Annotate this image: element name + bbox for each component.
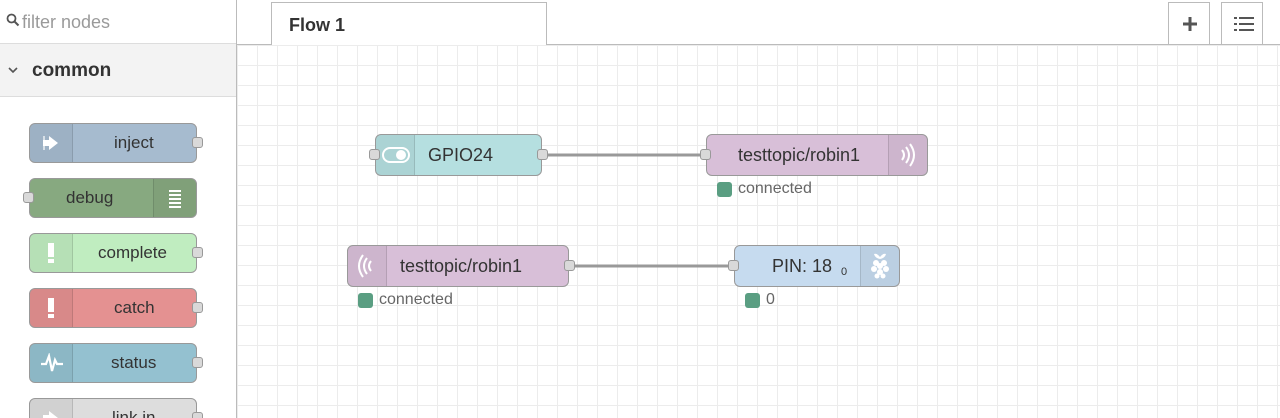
output-port[interactable] [192,302,203,313]
output-port[interactable] [192,137,203,148]
output-port[interactable] [192,247,203,258]
filter-nodes-input[interactable] [22,8,222,36]
node-label-text: PIN: 18 [772,256,833,276]
palette-node-status[interactable]: status [29,343,203,383]
palette-node-debug[interactable]: debug [23,178,197,218]
toggle-icon [382,147,410,163]
output-port[interactable] [192,412,203,418]
palette-sidebar: common inject debug [0,0,237,418]
wires [547,153,734,268]
status-text: connected [738,180,812,197]
workspace: Flow 1 [237,0,1280,418]
status-dot [745,292,760,308]
output-port[interactable] [564,260,575,271]
input-port[interactable] [369,149,380,160]
status-text: 0 [766,291,775,308]
palette-node-label: complete [98,243,167,262]
palette-node-link-in[interactable]: link in [29,398,203,418]
pulse-icon [41,353,63,372]
node-label: testtopic/robin1 [400,256,523,276]
flow-list-button[interactable] [1221,2,1263,44]
broadcast-icon [358,254,372,278]
flow-node-pin-18[interactable]: PIN: 18 0 [728,245,900,287]
input-port[interactable] [700,149,711,160]
add-flow-button[interactable] [1168,2,1210,44]
output-port[interactable] [192,357,203,368]
status-dot [717,181,732,197]
tab-label: Flow 1 [289,15,346,35]
flow-node-mqtt-in[interactable]: testtopic/robin1 [347,245,575,287]
output-port[interactable] [537,149,548,160]
tab-flow-1[interactable]: Flow 1 [271,2,547,45]
arrow-in-icon [43,411,58,418]
plus-icon [1183,17,1197,31]
palette-category-title: common [32,60,112,81]
node-status: 0 [745,291,775,309]
palette-node-label: inject [114,133,154,152]
node-sublabel: 0 [841,266,848,278]
palette-node-inject[interactable]: inject [29,123,203,163]
status-dot [358,292,373,308]
node-label: testtopic/robin1 [738,145,861,165]
arrow-in-icon [43,136,58,150]
node-label: PIN: 18 0 [772,256,847,278]
flow-node-gpio24[interactable]: GPIO24 [369,134,548,176]
list-icon [1234,17,1254,31]
palette-node-complete[interactable]: complete [29,233,203,273]
broadcast-icon [901,143,915,167]
input-port[interactable] [23,192,34,203]
exclamation-icon [48,243,54,263]
exclamation-icon [48,298,54,318]
palette-node-catch[interactable]: catch [29,288,203,328]
filter-bar [0,0,236,44]
palette-category-header[interactable]: common [0,44,236,97]
input-port[interactable] [728,260,739,271]
palette-node-label: status [111,353,157,372]
node-label: GPIO24 [428,145,494,165]
flow-canvas[interactable]: GPIO24 testtopic/robin1 connected [237,45,1280,418]
raspberry-icon [871,253,889,279]
search-icon [6,13,20,27]
palette-node-label: debug [66,188,114,207]
palette-node-label: link in [112,408,156,418]
status-text: connected [379,291,453,308]
list-icon [169,190,181,208]
node-status: connected [717,180,812,198]
palette-node-label: catch [114,298,155,317]
chevron-down-icon [8,67,18,74]
tab-bar: Flow 1 [237,0,1280,45]
flow-node-mqtt-out[interactable]: testtopic/robin1 [700,134,928,176]
node-status: connected [358,291,453,309]
